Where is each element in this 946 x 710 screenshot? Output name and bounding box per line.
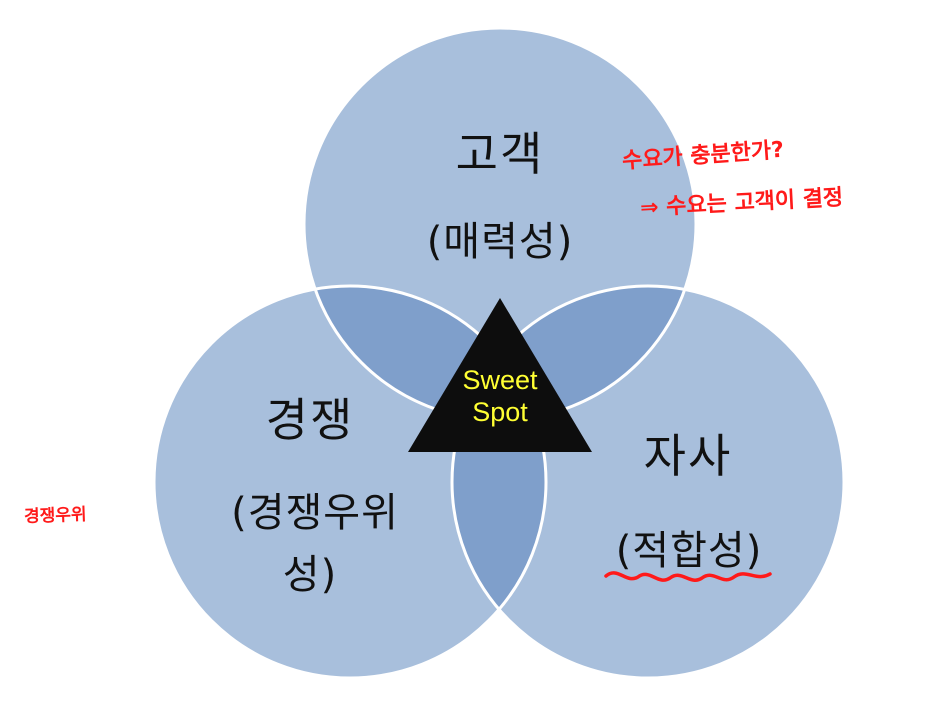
sweet-spot-triangle bbox=[408, 298, 592, 452]
competition-subtitle-line2: 성) bbox=[282, 552, 338, 598]
sweet-spot-label: Sweet Spot bbox=[436, 364, 564, 428]
company-circle-outline bbox=[450, 284, 846, 680]
competition-circle-outline bbox=[152, 284, 548, 680]
company-subtitle-underline bbox=[604, 571, 772, 582]
company-subtitle: (적합성) bbox=[615, 528, 763, 574]
competition-note-advantage: 경쟁우위 bbox=[23, 504, 87, 527]
customer-competition-overlap bbox=[304, 286, 546, 420]
competition-title: 경쟁 bbox=[265, 393, 355, 447]
sweet-spot-line2: Spot bbox=[472, 397, 528, 427]
sweet-spot-line1: Sweet bbox=[462, 365, 538, 395]
customer-title: 고객 bbox=[455, 127, 545, 181]
competition-subtitle-line1: (경쟁우위 bbox=[231, 490, 399, 536]
company-title: 자사 bbox=[643, 429, 733, 483]
customer-subtitle: (매력성) bbox=[426, 219, 574, 265]
